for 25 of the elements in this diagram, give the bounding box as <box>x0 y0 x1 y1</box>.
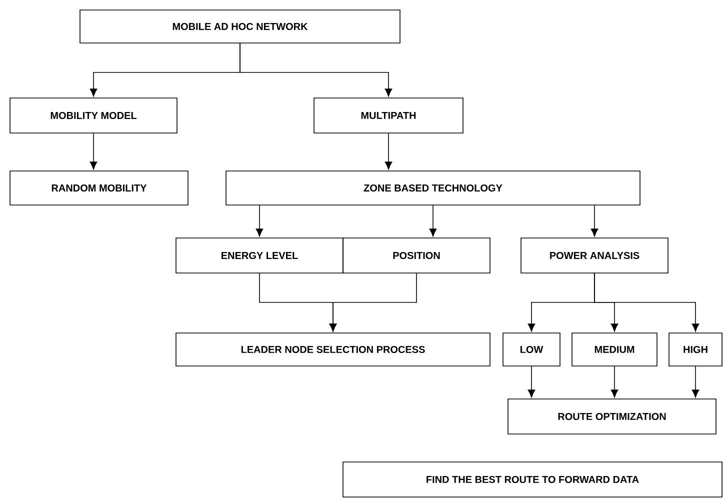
arrow <box>590 205 598 237</box>
arrow <box>610 366 618 398</box>
process-box: RANDOM MOBILITY <box>10 170 188 206</box>
process-box: MEDIUM <box>572 332 658 366</box>
process-box: MOBILITY MODEL <box>10 98 178 134</box>
process-box: POWER ANALYSIS <box>520 238 668 274</box>
arrow <box>240 43 392 97</box>
arrow <box>528 366 536 398</box>
process-box: ENERGY LEVEL <box>176 238 344 274</box>
process-box: HIGH <box>668 332 722 366</box>
process-box: FIND THE BEST ROUTE TO FORWARD DATA <box>342 462 722 498</box>
process-box: ROUTE OPTIMIZATION <box>508 398 716 434</box>
process-box: MOBILE AD HOC NETWORK <box>80 10 400 44</box>
process-box: MULTIPATH <box>314 98 464 134</box>
process-box: POSITION <box>342 238 490 274</box>
arrow <box>90 133 98 170</box>
process-box: ZONE BASED TECHNOLOGY <box>226 170 640 206</box>
process-box: LEADER NODE SELECTION PROCESS <box>176 332 490 366</box>
arrow <box>429 205 437 237</box>
process-box: LOW <box>502 332 560 366</box>
arrow <box>329 273 417 332</box>
arrow <box>384 133 392 170</box>
arrow <box>692 366 700 398</box>
arrow <box>256 205 264 237</box>
arrow <box>594 273 700 332</box>
